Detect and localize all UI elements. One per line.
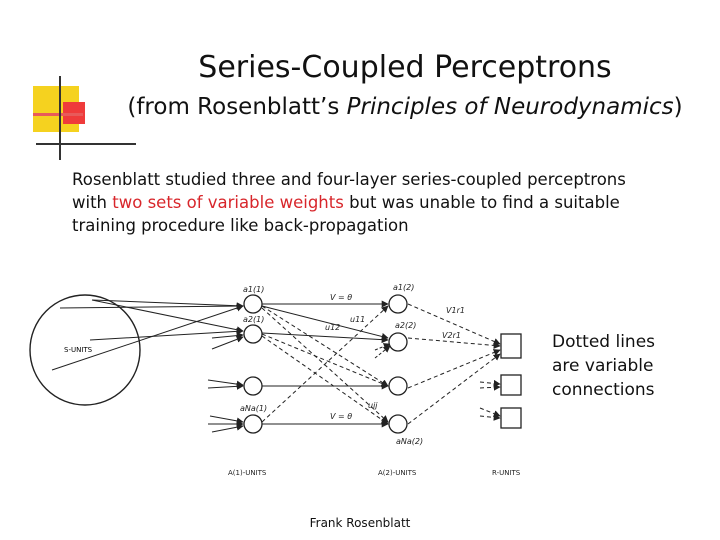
- r-units-label: R-UNITS: [492, 469, 521, 477]
- a1-node-label-1: a1(1): [243, 285, 264, 294]
- body-line-2-prefix: with: [72, 193, 113, 212]
- note-line-1: Dotted lines: [552, 332, 656, 352]
- perceptron-diagram: S-UNITS: [29, 283, 522, 477]
- s-to-a1-connections: [51, 299, 244, 371]
- s-units-circle: [29, 294, 141, 406]
- s-units-label: S-UNITS: [64, 346, 93, 354]
- a2-input-stubs: [374, 343, 391, 359]
- a2-nodes: [388, 294, 408, 434]
- a2-units-label: A(2)-UNITS: [378, 469, 417, 477]
- weight-label-uij: uij: [368, 401, 378, 410]
- a2-node-label-2: a2(2): [395, 321, 416, 330]
- body-text: Rosenblatt studied three and four-layer …: [72, 168, 692, 237]
- r-units: [500, 333, 522, 429]
- decor-horizontal-line: [36, 143, 136, 145]
- a1-to-a2-variable-connections: [261, 305, 389, 425]
- weight-label-v-top: V = θ: [330, 293, 352, 302]
- body-line-2: with two sets of variable weights but wa…: [72, 191, 692, 214]
- weight-label-v2r1: V2r1: [442, 331, 461, 340]
- note-line-3: connections: [552, 380, 655, 400]
- body-line-3: training procedure like back-propagation: [72, 216, 409, 235]
- dotted-lines-note: Dotted lines are variable connections: [552, 330, 655, 402]
- weight-label-v-bottom: V = θ: [330, 412, 352, 421]
- weight-label-v1r1: V1r1: [446, 306, 465, 315]
- weight-label-u11: u11: [350, 315, 365, 324]
- a2-to-r-variable-connections: [407, 303, 501, 425]
- decor-vertical-line: [59, 76, 61, 160]
- a1-node-label-2: a2(1): [243, 315, 264, 324]
- a1-node-label-3: aNa(1): [240, 404, 267, 413]
- weight-label-u12: u12: [325, 323, 340, 332]
- input-arrows: [207, 332, 244, 433]
- a2-node-label-1: a1(2): [393, 283, 414, 292]
- footer-caption: Frank Rosenblatt: [309, 516, 411, 530]
- a1-to-a2-connections: [261, 300, 389, 428]
- note-line-2: are variable: [552, 356, 654, 376]
- subtitle-suffix: ): [673, 94, 683, 120]
- slide-subtitle: (from Rosenblatt’s Principles of Neurody…: [100, 92, 710, 122]
- a1-units-label: A(1)-UNITS: [228, 469, 267, 477]
- body-line-2-suffix: but was unable to find a suitable: [343, 193, 620, 212]
- a2-node-label-3: aNa(2): [396, 437, 423, 446]
- highlight-text: two sets of variable weights: [112, 193, 344, 212]
- body-line-1: Rosenblatt studied three and four-layer …: [72, 170, 626, 189]
- subtitle-prefix: (from Rosenblatt’s: [127, 94, 347, 120]
- slide-title: Series-Coupled Perceptrons: [198, 50, 612, 85]
- subtitle-book-title: Principles of Neurodynamics: [346, 94, 674, 120]
- decor-red-bar: [33, 113, 83, 116]
- a1-nodes: [243, 294, 263, 434]
